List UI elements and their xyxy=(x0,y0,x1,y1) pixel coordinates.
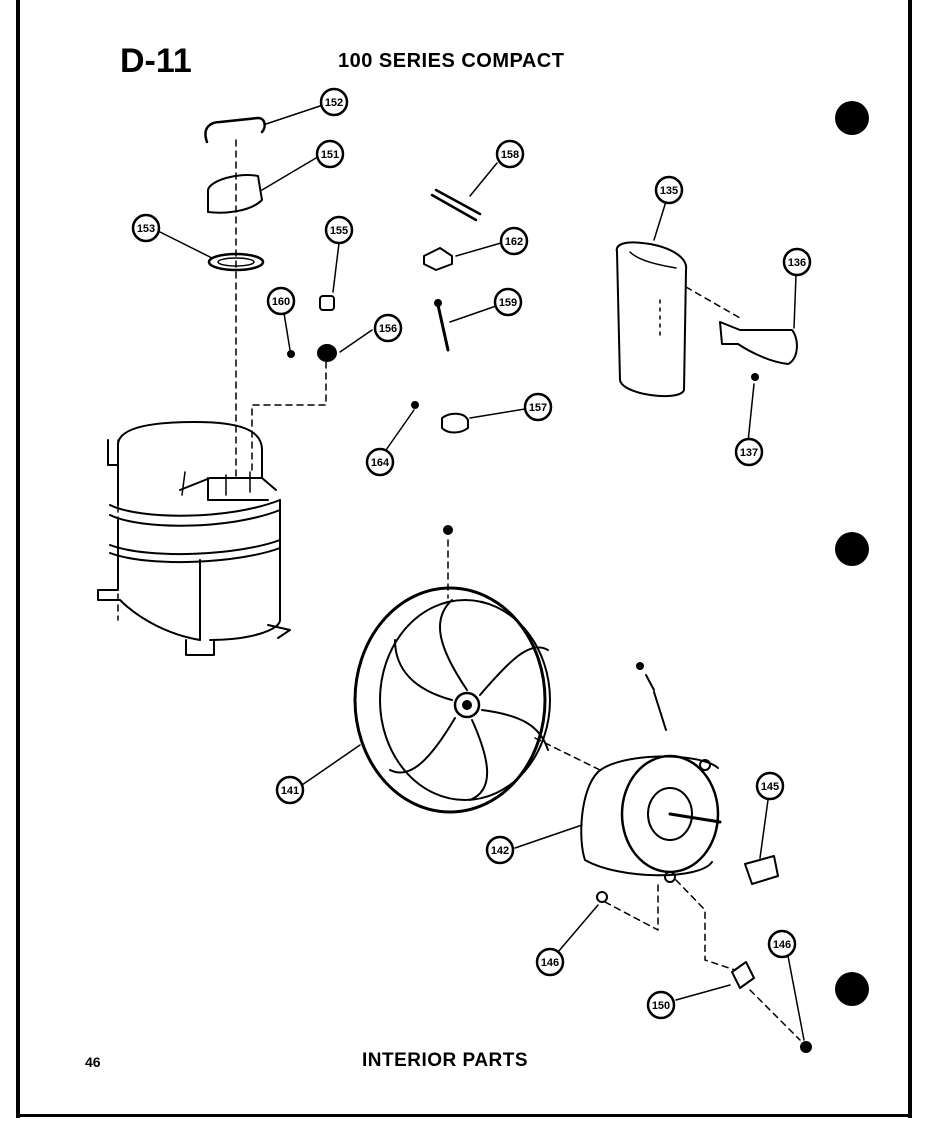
callout-152: 152 xyxy=(319,87,349,117)
callout-146: 146 xyxy=(767,929,797,959)
clamp-part xyxy=(423,247,453,271)
callout-label: 152 xyxy=(325,97,343,109)
grommet-leader-line xyxy=(251,361,327,471)
motor-wire-tip xyxy=(636,662,644,670)
callout-160: 160 xyxy=(266,286,296,316)
callout-label: 160 xyxy=(272,296,290,308)
callout-142: 142 xyxy=(485,835,515,865)
callout-153: 153 xyxy=(131,213,161,243)
small-screw-part xyxy=(411,401,419,409)
capacitor-leader-line xyxy=(685,286,741,319)
callout-label: 155 xyxy=(330,225,348,237)
fan-nut-part xyxy=(443,525,453,535)
page-border-bottom xyxy=(16,1114,912,1117)
callout-label: 164 xyxy=(371,457,390,469)
callout-135: 135 xyxy=(654,175,684,205)
callout-label: 142 xyxy=(491,845,509,857)
shaft-leader-line xyxy=(534,737,601,771)
wire-clip-part xyxy=(204,116,266,144)
nut-leader-line xyxy=(604,879,659,931)
callout-145: 145 xyxy=(755,771,785,801)
callout-label: 146 xyxy=(773,939,791,951)
clip-part xyxy=(441,412,469,434)
page-border-right xyxy=(908,0,912,1118)
binder-hole-bottom xyxy=(835,972,869,1006)
screw-long-part xyxy=(436,303,450,352)
callout-label: 150 xyxy=(652,1000,670,1012)
callout-162: 162 xyxy=(499,226,529,256)
callout-label: 136 xyxy=(788,257,806,269)
bolt-leader-line xyxy=(675,879,736,971)
callout-151: 151 xyxy=(315,139,345,169)
callout-label: 158 xyxy=(501,149,519,161)
page-number: 46 xyxy=(85,1054,101,1070)
mount-part xyxy=(317,344,337,362)
page-code: D-11 xyxy=(120,42,192,80)
nut-part-left xyxy=(596,891,608,903)
callout-157: 157 xyxy=(523,392,553,422)
gasket-part xyxy=(207,252,265,272)
fan-blade-part xyxy=(353,586,551,814)
callout-label: 135 xyxy=(660,185,678,197)
section-title: INTERIOR PARTS xyxy=(362,1050,529,1071)
motor-wire xyxy=(645,674,667,731)
callout-155: 155 xyxy=(324,215,354,245)
callout-label: 157 xyxy=(529,402,547,414)
page-title: 100 SERIES COMPACT xyxy=(338,50,565,72)
compressor-part xyxy=(97,421,291,656)
mounting-plate-part xyxy=(744,855,779,885)
callout-141: 141 xyxy=(275,775,305,805)
binder-hole-top xyxy=(835,101,869,135)
bolt-nut-leader-line xyxy=(749,989,801,1041)
callout-136: 136 xyxy=(782,247,812,277)
terminal-cover-part xyxy=(207,174,263,214)
fan-motor-part xyxy=(580,754,722,883)
callout-label: 156 xyxy=(379,323,397,335)
screw-part xyxy=(287,350,295,358)
callout-156: 156 xyxy=(373,313,403,343)
strap-screw-part xyxy=(751,373,759,381)
capacitor-part xyxy=(615,241,688,397)
callout-label: 153 xyxy=(137,223,155,235)
callout-label: 151 xyxy=(321,149,339,161)
callout-leaders xyxy=(159,105,805,1041)
page-border-left xyxy=(16,0,20,1118)
callout-146: 146 xyxy=(535,947,565,977)
gasket-inner xyxy=(217,257,255,267)
screw-head xyxy=(434,299,442,307)
capacitor-strap-part xyxy=(719,321,798,365)
callout-137: 137 xyxy=(734,437,764,467)
callout-159: 159 xyxy=(493,287,523,317)
callout-label: 146 xyxy=(541,957,559,969)
callout-label: 145 xyxy=(761,781,779,793)
binder-hole-middle xyxy=(835,532,869,566)
callout-label: 159 xyxy=(499,297,517,309)
callout-label: 162 xyxy=(505,236,523,248)
callout-150: 150 xyxy=(646,990,676,1020)
bolt-part xyxy=(731,961,755,989)
callout-164: 164 xyxy=(365,447,395,477)
rod-part xyxy=(430,188,482,222)
callout-label: 141 xyxy=(281,785,299,797)
grommet-part xyxy=(319,295,335,311)
callout-158: 158 xyxy=(495,139,525,169)
nut-part-right xyxy=(800,1041,812,1053)
callout-label: 137 xyxy=(740,447,758,459)
